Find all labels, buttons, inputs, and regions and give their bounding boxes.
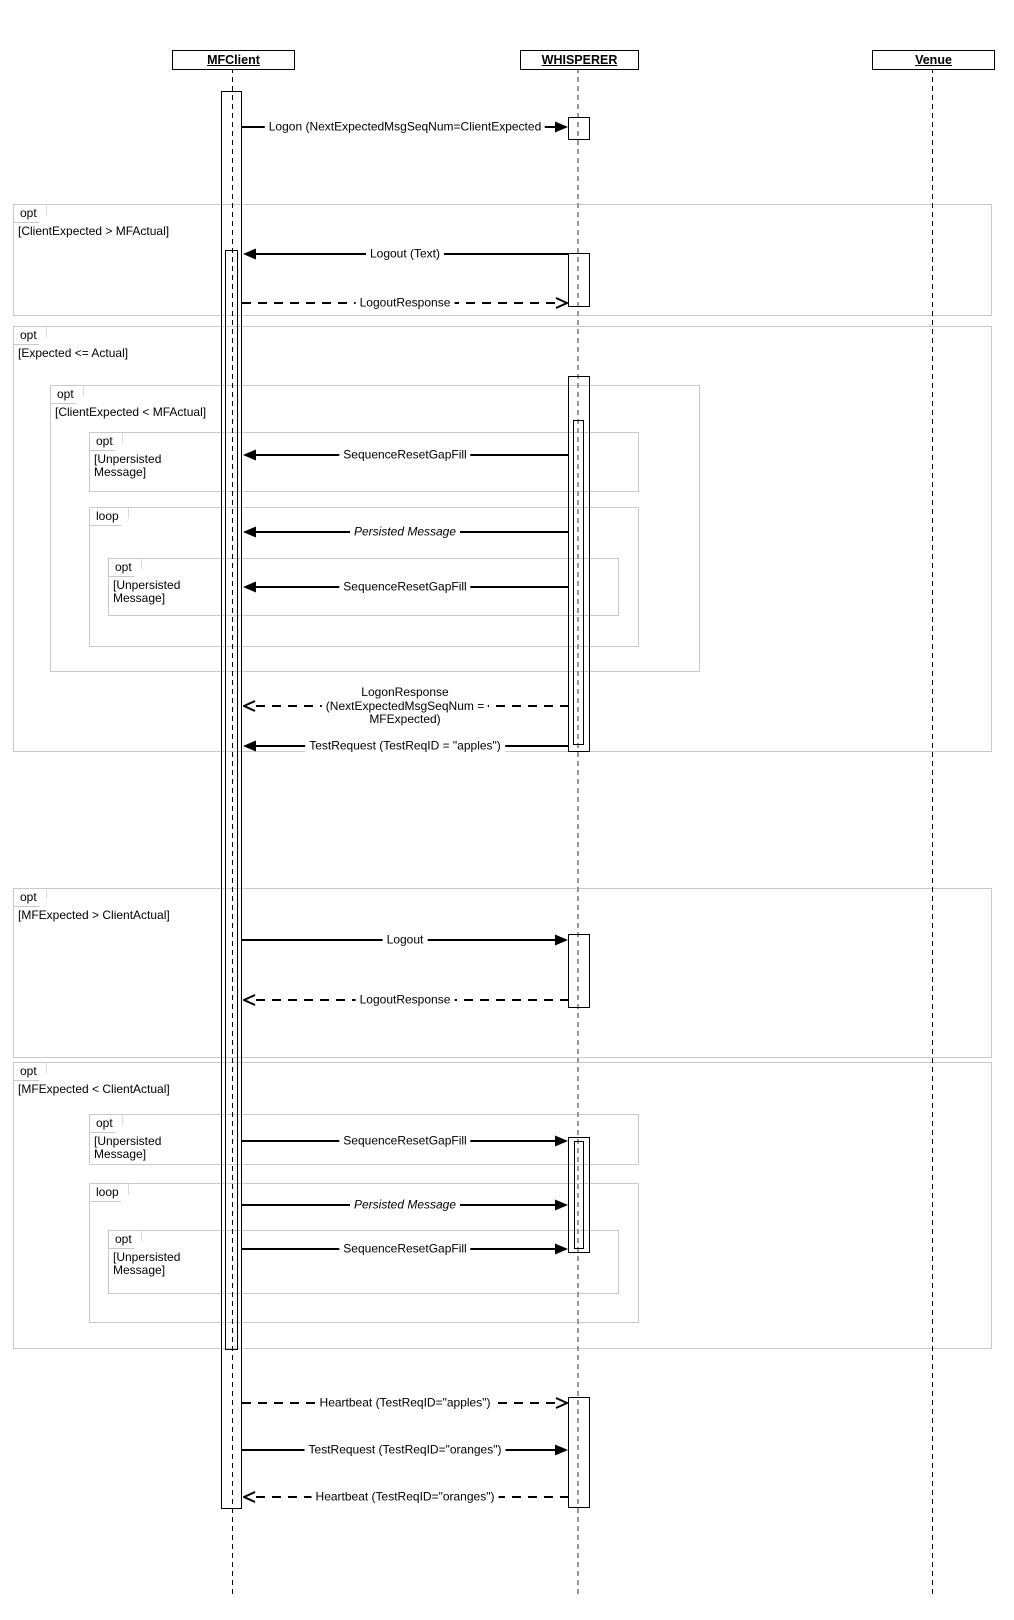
message-label: SequenceResetGapFill [339,1242,471,1256]
message-label: Persisted Message [349,525,461,539]
filled-arrowhead-icon [555,1199,568,1211]
opt-fragment [89,432,639,492]
message-label: SequenceResetGapFill [339,448,471,462]
fragment-guard: [ClientExpected > MFActual] [18,224,170,238]
fragment-operator-label: opt [89,432,123,451]
opt-fragment [13,1062,992,1349]
lifeline-whisperer [577,68,579,1595]
fragment-guard: [MFExpected < ClientActual] [18,1082,170,1096]
message-label: Heartbeat (TestReqID="apples") [315,1396,495,1410]
activation-bar-whisperer [568,376,590,752]
fragment-operator-label: loop [89,507,129,526]
open-arrowhead-icon [555,1397,570,1409]
actor-box-venue: Venue [872,50,995,70]
lifeline-venue [932,68,933,1595]
filled-arrowhead-icon [555,1444,568,1456]
message-label: LogonResponse (NextExpectedMsgSeqNum = M… [321,685,489,727]
activation-bar-whisperer [574,1141,584,1249]
lifeline-mfclient [232,68,233,1595]
fragment-operator-label: opt [13,204,47,223]
message-label: Logout (Text) [365,247,445,261]
activation-bar-whisperer [568,117,590,140]
message-label: Heartbeat (TestReqID="oranges") [311,1490,499,1504]
actor-label: WHISPERER [541,53,618,67]
message-label: Logon (NextExpectedMsgSeqNum=ClientExpec… [264,120,546,134]
fragment-guard: [MFExpected > ClientActual] [18,908,170,922]
fragment-operator-label: opt [108,558,142,577]
message-label: Persisted Message [349,1198,461,1212]
filled-arrowhead-icon [243,449,256,461]
actor-label: MFClient [207,53,260,67]
message-label: SequenceResetGapFill [339,580,471,594]
opt-fragment [108,1230,619,1294]
loop-fragment [89,1183,639,1323]
fragment-guard: [Unpersisted Message] [94,452,162,479]
open-arrowhead-icon [241,1491,256,1503]
message-label: Logout [382,933,428,947]
opt-fragment [108,558,619,616]
filled-arrowhead-icon [243,248,256,260]
fragment-operator-label: opt [13,1062,47,1081]
filled-arrowhead-icon [243,581,256,593]
fragment-guard: [Unpersisted Message] [113,1250,181,1277]
fragment-operator-label: opt [89,1114,123,1133]
activation-bar-whisperer [568,1137,590,1253]
actor-box-mfclient: MFClient [172,50,295,70]
activation-bar-mfclient [225,250,238,1350]
activation-bar-mfclient [221,91,242,1509]
fragment-guard: [Expected <= Actual] [18,346,129,360]
fragment-guard: [ClientExpected < MFActual] [55,405,207,419]
opt-fragment [13,204,992,316]
activation-bar-whisperer [568,253,590,307]
open-arrowhead-icon [241,994,256,1006]
actor-label: Venue [915,53,952,67]
filled-arrowhead-icon [555,934,568,946]
message-label: LogoutResponse [355,993,455,1007]
activation-bar-whisperer [568,934,590,1008]
activation-bar-whisperer [573,420,584,745]
filled-arrowhead-icon [243,740,256,752]
opt-fragment [50,385,700,672]
message-label: TestRequest (TestReqID="oranges") [304,1443,506,1457]
message-label: TestRequest (TestReqID = "apples") [305,739,505,753]
filled-arrowhead-icon [555,1243,568,1255]
fragment-operator-label: opt [108,1230,142,1249]
filled-arrowhead-icon [555,1135,568,1147]
fragment-guard: [Unpersisted Message] [113,578,181,605]
filled-arrowhead-icon [555,121,568,133]
fragment-operator-label: loop [89,1183,129,1202]
actor-box-whisperer: WHISPERER [520,50,639,70]
open-arrowhead-icon [555,297,570,309]
fragment-operator-label: opt [50,385,84,404]
fragment-operator-label: opt [13,888,47,907]
open-arrowhead-icon [241,700,256,712]
opt-fragment [89,1114,639,1165]
activation-bar-whisperer [568,1397,590,1508]
opt-fragment [13,888,992,1058]
filled-arrowhead-icon [243,526,256,538]
message-label: SequenceResetGapFill [339,1134,471,1148]
message-label: LogoutResponse [355,296,455,310]
loop-fragment [89,507,639,647]
fragment-guard: [Unpersisted Message] [94,1134,162,1161]
fragment-operator-label: opt [13,326,47,345]
